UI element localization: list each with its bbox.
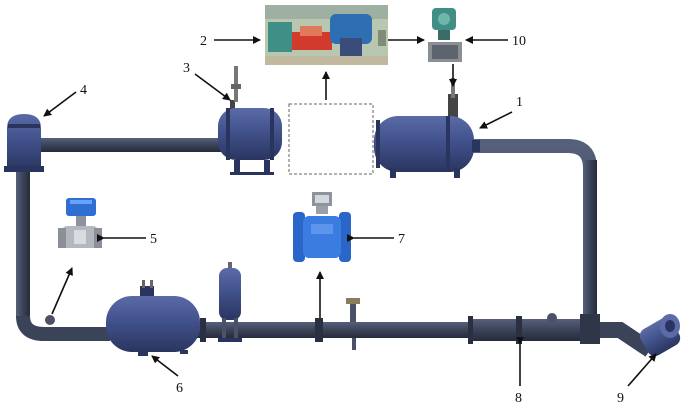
end-tank-9 — [639, 314, 681, 357]
annotation-arrows — [43, 36, 657, 387]
flange — [580, 314, 600, 344]
header-tank-4 — [4, 114, 44, 172]
top-pipe-left — [40, 138, 225, 152]
storage-vessel-1 — [374, 78, 480, 178]
label-6: 6 — [176, 381, 183, 396]
electric-valve-icon — [58, 198, 102, 248]
pressure-transmitter-icon — [428, 8, 462, 62]
arrow-9 — [627, 353, 657, 387]
flange — [468, 316, 473, 344]
horizontal-tank-6 — [106, 280, 200, 356]
label-2: 2 — [200, 34, 207, 49]
sensor-port — [352, 338, 356, 350]
pump-placeholder-box — [288, 103, 374, 175]
arrow-5-small-valve — [51, 267, 73, 315]
pump-photo-icon — [265, 5, 388, 65]
label-9: 9 — [617, 391, 624, 406]
flange — [200, 318, 206, 342]
diagonal-pipe — [595, 322, 655, 357]
valve-small — [45, 315, 55, 325]
left-riser — [16, 168, 30, 318]
sensor-port — [346, 298, 360, 304]
pipe-network — [16, 138, 655, 357]
flange — [315, 318, 323, 342]
right-riser — [583, 160, 597, 320]
arrow-3 — [194, 73, 231, 101]
number-labels: 1 2 3 4 5 6 7 8 9 10 — [80, 34, 624, 406]
arrow-6 — [151, 355, 179, 377]
label-5: 5 — [150, 232, 157, 247]
label-1: 1 — [516, 95, 523, 110]
arrow-1 — [479, 111, 513, 129]
bottom-pipe-thick — [470, 319, 595, 341]
label-8: 8 — [515, 391, 522, 406]
label-3: 3 — [183, 61, 190, 76]
top-pipe-right — [470, 139, 597, 318]
electromagnetic-flowmeter-icon — [293, 192, 351, 262]
sensor-port — [350, 300, 356, 322]
separator-vessel-3 — [218, 66, 282, 175]
label-10: 10 — [512, 34, 526, 49]
arrow-4 — [43, 91, 77, 117]
vertical-tank — [218, 262, 242, 342]
label-4: 4 — [80, 83, 87, 98]
left-elbow — [16, 315, 110, 341]
flange — [516, 316, 522, 344]
sensor-port — [547, 313, 557, 323]
label-7: 7 — [398, 232, 405, 247]
